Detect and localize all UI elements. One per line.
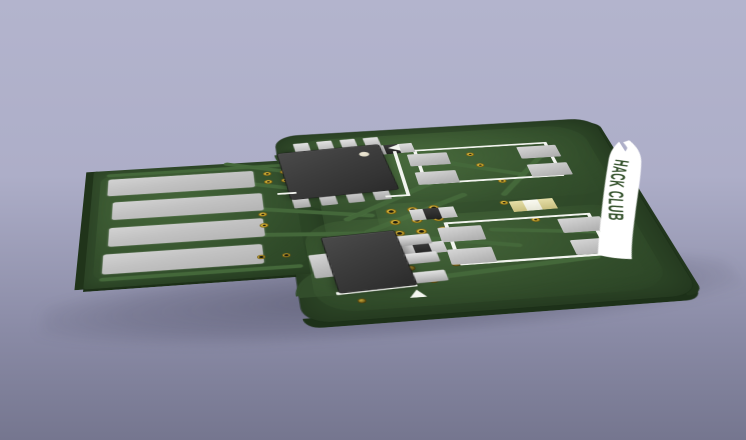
- logo-banner-notch: [618, 140, 646, 163]
- board-transform-group: HACK CLUB: [0, 103, 746, 376]
- pin1-dot-marker: [358, 151, 371, 157]
- footprint-pad: [414, 169, 461, 186]
